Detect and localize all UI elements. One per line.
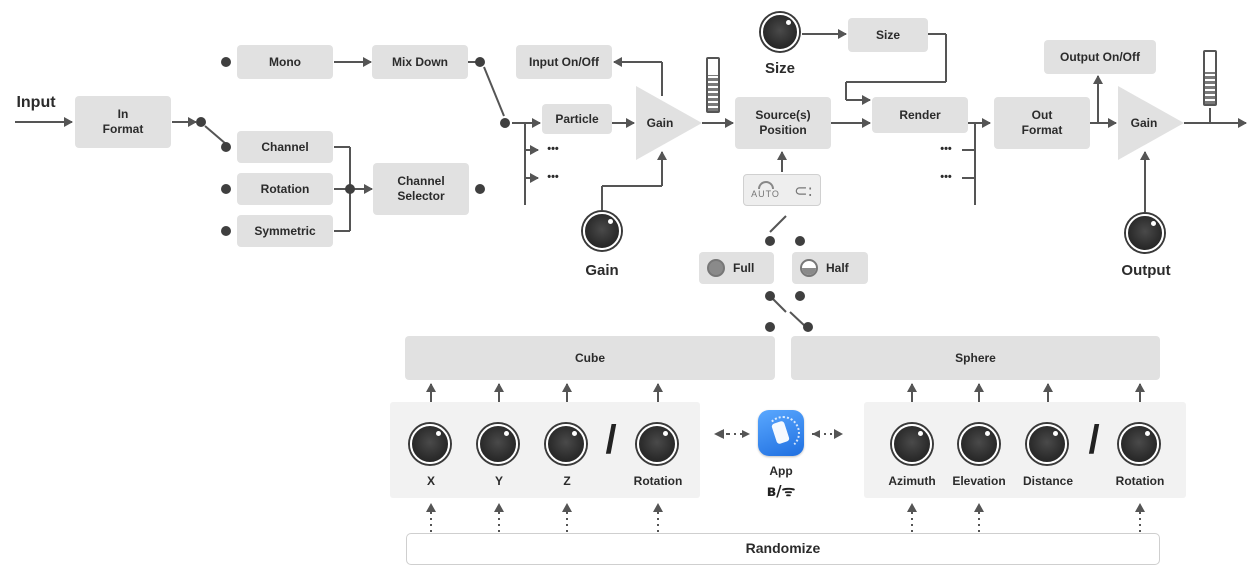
x-knob[interactable] xyxy=(410,424,450,464)
auto-mode-icon: AUTO xyxy=(751,181,780,199)
render-block: Render xyxy=(872,97,968,133)
x-label: X xyxy=(426,474,436,488)
azimuth-label: Azimuth xyxy=(888,474,936,488)
sphere-rotation-label: Rotation xyxy=(1115,474,1165,488)
symmetric-switch-node xyxy=(221,226,231,236)
out-format-block: Out Format xyxy=(994,97,1090,149)
mono-block: Mono xyxy=(237,45,333,79)
render-more-2: ••• xyxy=(940,171,952,183)
output-knob[interactable] xyxy=(1126,214,1164,252)
sphere-block: Sphere xyxy=(791,336,1160,380)
cube-rotation-knob[interactable] xyxy=(637,424,677,464)
full-mode-label: Full xyxy=(733,261,755,275)
mode-switch-node-d xyxy=(795,291,805,301)
channel-bus-node xyxy=(345,184,355,194)
half-mode-button[interactable]: Half xyxy=(792,252,868,284)
output-on-off-block: Output On/Off xyxy=(1044,40,1156,74)
distance-label: Distance xyxy=(1022,474,1074,488)
cube-rotation-label: Rotation xyxy=(633,474,683,488)
elevation-label: Elevation xyxy=(952,474,1006,488)
rotation-block: Rotation xyxy=(237,173,333,205)
channel-block: Channel xyxy=(237,131,333,163)
auto-mode-label: AUTO xyxy=(751,189,780,199)
gain-knob[interactable] xyxy=(583,212,621,250)
app-icon[interactable] xyxy=(758,410,804,456)
y-label: Y xyxy=(494,474,504,488)
format-switch-node xyxy=(196,117,206,127)
particle-more-1: ••• xyxy=(547,143,559,155)
full-mode-button[interactable]: Full xyxy=(699,252,774,284)
half-sphere-icon xyxy=(800,259,818,277)
size-knob[interactable] xyxy=(761,13,799,51)
cube-separator: / xyxy=(605,418,617,462)
cube-block: Cube xyxy=(405,336,775,380)
output-level-meter xyxy=(1203,50,1217,106)
input-label: Input xyxy=(16,94,56,111)
sources-position-block: Source(s) Position xyxy=(735,97,831,149)
symmetric-block: Symmetric xyxy=(237,215,333,247)
rotation-switch-node xyxy=(221,184,231,194)
particle-block: Particle xyxy=(542,104,612,134)
full-sphere-icon xyxy=(707,259,725,277)
gain-knob-label: Gain xyxy=(585,262,619,279)
distance-knob[interactable] xyxy=(1027,424,1067,464)
azimuth-knob[interactable] xyxy=(892,424,932,464)
elevation-knob[interactable] xyxy=(959,424,999,464)
mono-switch-node xyxy=(221,57,231,67)
sphere-rotation-knob[interactable] xyxy=(1119,424,1159,464)
y-knob[interactable] xyxy=(478,424,518,464)
size-knob-label: Size xyxy=(764,60,796,77)
mode-switch-node-b xyxy=(795,236,805,246)
output-gain-label: Gain xyxy=(1130,116,1158,130)
output-knob-label: Output xyxy=(1121,262,1171,279)
manual-mode-icon: ⊂: xyxy=(794,180,813,200)
mode-switch-node-a xyxy=(765,236,775,246)
size-block: Size xyxy=(848,18,928,52)
mode-switch-node-c xyxy=(765,291,775,301)
input-on-off-block: Input On/Off xyxy=(516,45,612,79)
sphere-separator: / xyxy=(1088,418,1100,462)
z-label: Z xyxy=(563,474,571,488)
mixdown-out-node xyxy=(475,57,485,67)
particle-more-2: ••• xyxy=(547,171,559,183)
mode-switch-node-f xyxy=(803,322,813,332)
channel-switch-node xyxy=(221,142,231,152)
input-level-meter xyxy=(706,57,720,113)
channel-selector-block: Channel Selector xyxy=(373,163,469,215)
mode-switch-node-e xyxy=(765,322,775,332)
selector-out-node xyxy=(475,184,485,194)
z-knob[interactable] xyxy=(546,424,586,464)
mix-down-block: Mix Down xyxy=(372,45,468,79)
particle-switch-node xyxy=(500,118,510,128)
half-mode-label: Half xyxy=(826,261,849,275)
randomize-button[interactable]: Randomize xyxy=(406,533,1160,565)
in-format-block: In Format xyxy=(75,96,171,148)
auto-mode-selector[interactable]: AUTO ⊂: xyxy=(743,174,821,206)
app-label: App xyxy=(769,464,793,478)
bluetooth-wifi-icon: ʙ/ᯤ xyxy=(766,482,796,500)
render-more-1: ••• xyxy=(940,143,952,155)
input-gain-label: Gain xyxy=(646,116,674,130)
